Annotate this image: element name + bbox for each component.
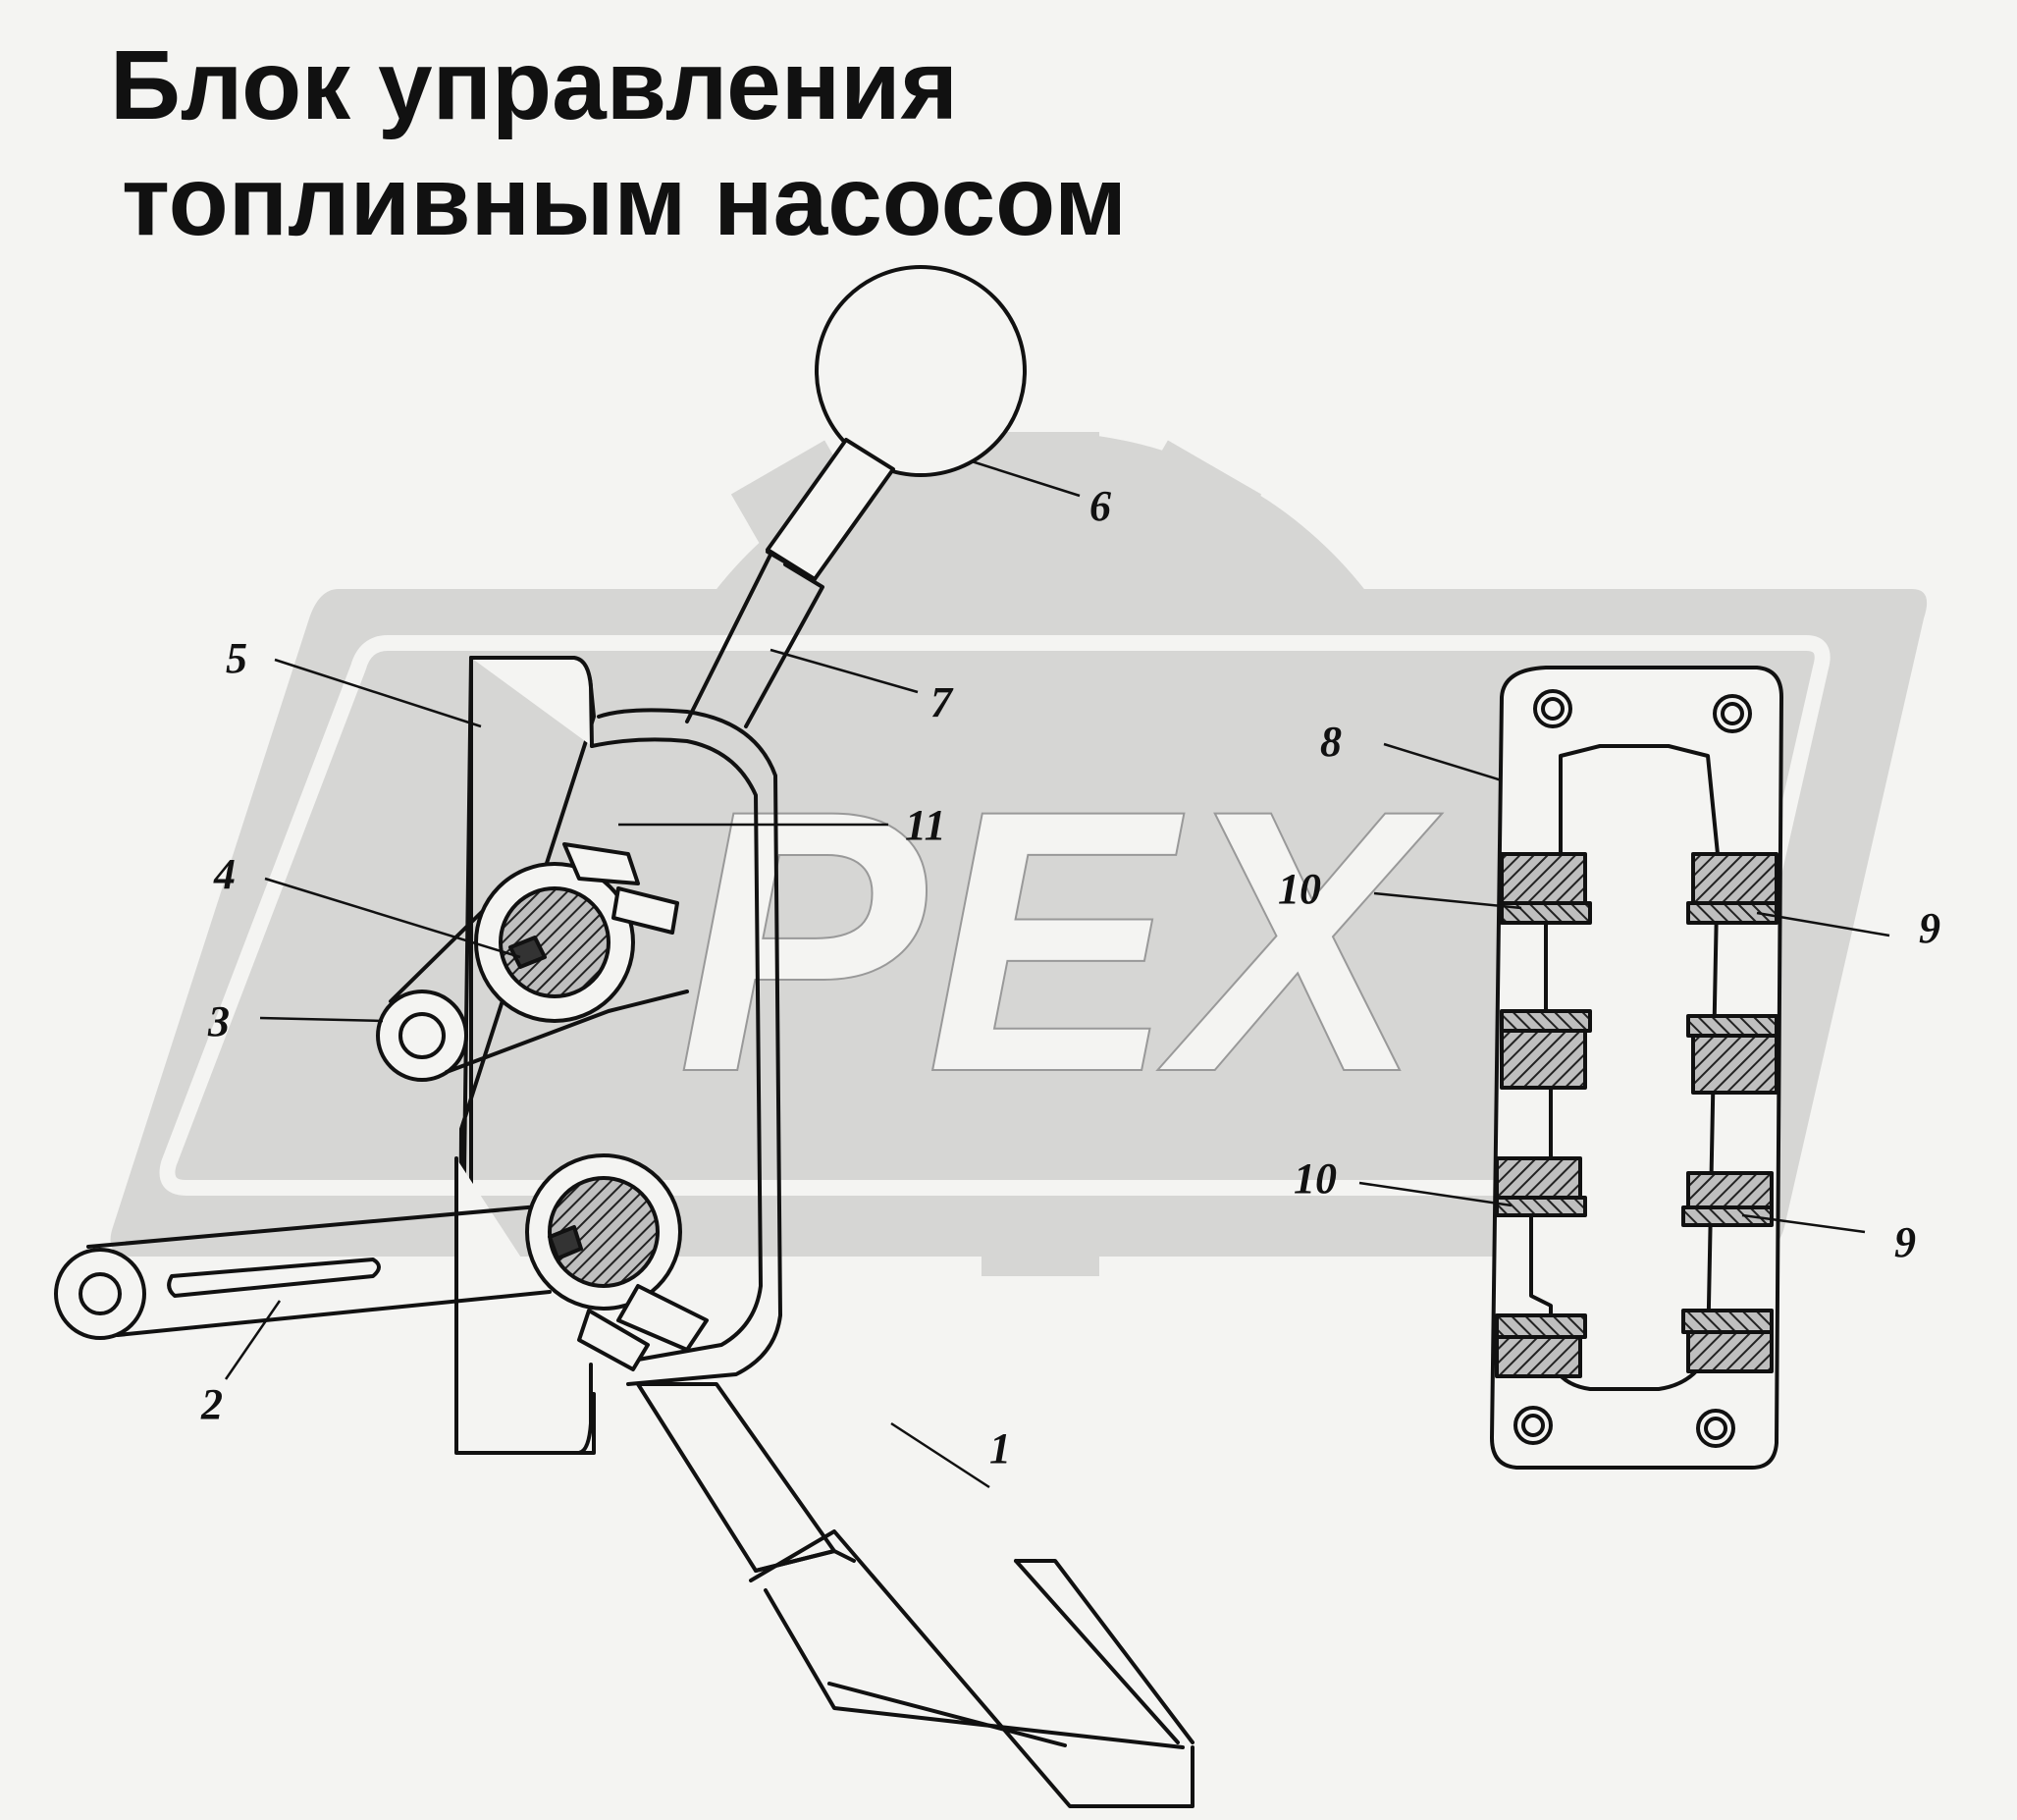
title-line-2: топливным насосом bbox=[122, 146, 1127, 256]
upper-lever bbox=[376, 877, 689, 1082]
callout-11: 11 bbox=[905, 801, 946, 849]
callout-9-lower: 9 bbox=[1894, 1218, 1916, 1266]
watermark-text: PEX bbox=[677, 732, 1443, 1150]
left-bushings bbox=[1495, 852, 1592, 1378]
lever-rod bbox=[685, 550, 824, 728]
callouts: 1 2 3 4 5 6 7 8 9 9 10 10 11 bbox=[200, 482, 1940, 1472]
leader-lines bbox=[224, 459, 1890, 1489]
guide-plate bbox=[1490, 666, 1783, 1470]
callout-2: 2 bbox=[200, 1380, 223, 1428]
lower-lever bbox=[54, 1204, 552, 1340]
callout-4: 4 bbox=[213, 850, 236, 898]
housing-body bbox=[590, 708, 782, 1386]
lever-assembly bbox=[54, 265, 1194, 1808]
diagram-title: Блок управления топливным насосом bbox=[110, 27, 1127, 259]
title-line-1: Блок управления bbox=[110, 30, 958, 140]
callout-8: 8 bbox=[1320, 718, 1342, 766]
watermark: PEX bbox=[110, 432, 1928, 1276]
lever-knob bbox=[766, 265, 1027, 581]
bracket-plate bbox=[454, 656, 596, 1455]
callout-7: 7 bbox=[930, 678, 954, 726]
upper-shaft bbox=[474, 842, 679, 1023]
callout-9-upper: 9 bbox=[1919, 904, 1940, 952]
pedal-arm bbox=[636, 1382, 1194, 1808]
callout-1: 1 bbox=[989, 1424, 1011, 1472]
callout-6: 6 bbox=[1089, 482, 1111, 530]
right-bushings bbox=[1681, 852, 1778, 1373]
watermark-band bbox=[110, 589, 1928, 1257]
lower-shaft bbox=[525, 1153, 709, 1371]
callout-5: 5 bbox=[226, 634, 247, 682]
callout-3: 3 bbox=[207, 997, 230, 1045]
callout-10-upper: 10 bbox=[1278, 865, 1321, 913]
callout-10-lower: 10 bbox=[1294, 1154, 1337, 1203]
